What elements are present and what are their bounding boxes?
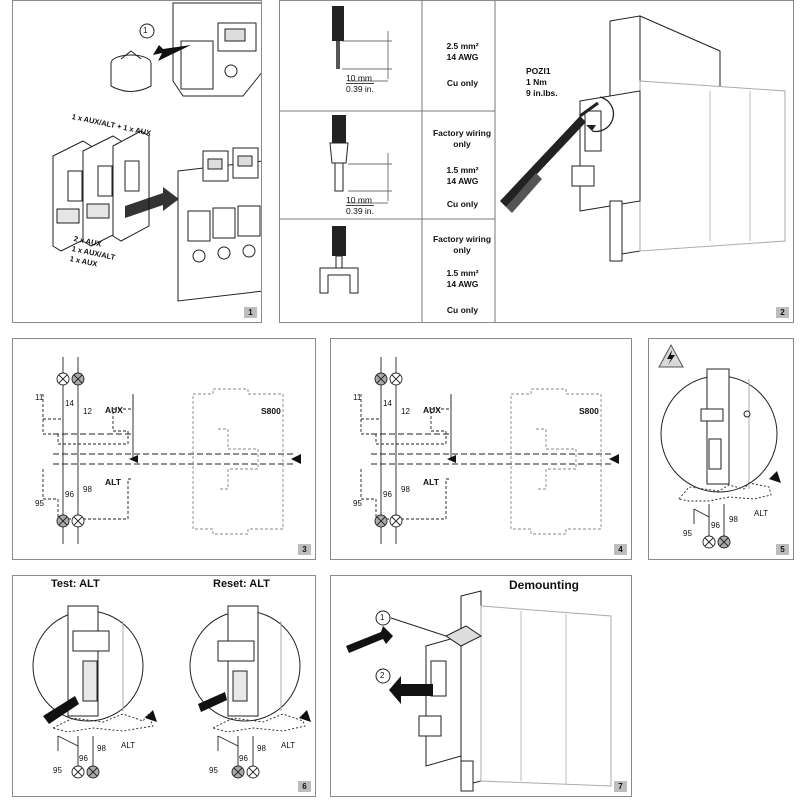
panel-3: 11 14 12 AUX ALT S800 95 96 98 3	[12, 338, 316, 560]
panel-7-number: 7	[614, 781, 627, 792]
p4-term-96: 96	[383, 490, 392, 499]
p6-left-term-96: 96	[79, 754, 88, 763]
panel-4: 11 14 12 AUX ALT S800 95 96 98 4	[330, 338, 632, 560]
panel-4-schematic	[360, 357, 619, 544]
test-alt-title: Test: ALT	[51, 578, 100, 590]
p6-right-term-96: 96	[239, 754, 248, 763]
p3-term-11: 11	[35, 393, 44, 402]
p4-term-14: 14	[383, 399, 392, 408]
p3-aux-label: AUX	[105, 405, 123, 415]
strip-length-in-2: 0.39 in.	[346, 205, 374, 216]
p6-right-term-95: 95	[209, 766, 218, 775]
panel-6: Test: ALT Reset: ALT 95 96 98 ALT 95 96 …	[12, 575, 316, 797]
row-1-section: 2.5 mm²	[446, 41, 479, 51]
row-3-factory: Factory wiring only	[432, 234, 492, 255]
p6-left-term-98: 98	[97, 744, 106, 753]
row-1-awg: 14 AWG	[446, 52, 479, 62]
torque-nm: 1 Nm	[526, 77, 547, 87]
panel-1: 1 1 x AUX/ALT + 1 x AUX 2 x AUX 1 x AUX/…	[12, 0, 262, 323]
p3-alt-label: ALT	[105, 477, 121, 487]
panel-6-number: 6	[298, 781, 311, 792]
p3-term-96: 96	[65, 490, 74, 499]
row-3-section: 1.5 mm²	[446, 268, 479, 278]
row-2-note: Cu only	[446, 199, 479, 209]
warning-icon	[658, 343, 684, 368]
p4-alt-label: ALT	[423, 477, 439, 487]
panel-3-number: 3	[298, 544, 311, 555]
panel-4-number: 4	[614, 544, 627, 555]
row-2-section: 1.5 mm²	[446, 165, 479, 175]
p6-right-term-98: 98	[257, 744, 266, 753]
p3-term-98: 98	[83, 485, 92, 494]
row-1-note: Cu only	[446, 78, 479, 88]
p3-term-95: 95	[35, 499, 44, 508]
p3-term-14: 14	[65, 399, 74, 408]
p6-right-alt: ALT	[281, 741, 296, 750]
panel-6-illustration	[32, 605, 311, 779]
row-2-awg: 14 AWG	[446, 176, 479, 186]
row-3-note: Cu only	[446, 305, 479, 315]
p4-term-11: 11	[353, 393, 362, 402]
panel-3-schematic	[42, 357, 301, 544]
p5-alt-label: ALT	[754, 509, 769, 518]
panel-1-step-1: 1	[143, 26, 148, 35]
strip-length-mm-2: 10 mm	[346, 195, 372, 205]
torque-in: 9 in.lbs.	[526, 88, 558, 98]
p3-device-label: S800	[261, 406, 281, 416]
p5-term-95: 95	[683, 529, 692, 538]
demount-step-1: 1	[380, 613, 385, 622]
p6-left-alt: ALT	[121, 741, 136, 750]
panel-2-illustration	[280, 1, 786, 322]
strip-length-in-1: 0.39 in.	[346, 83, 374, 94]
panel-7-illustration	[346, 590, 612, 792]
panel-5: 95 96 98 ALT 5	[648, 338, 794, 560]
panel-1-number: 1	[244, 307, 257, 318]
panel-5-number: 5	[776, 544, 789, 555]
demount-step-2: 2	[380, 671, 385, 680]
panel-2: 10 mm 0.39 in. 10 mm 0.39 in. 2.5 mm² 14…	[279, 0, 794, 323]
p4-term-95: 95	[353, 499, 362, 508]
row-3-awg: 14 AWG	[446, 279, 479, 289]
row-2-factory: Factory wiring only	[432, 128, 492, 149]
torque-tool: POZI1	[526, 66, 551, 76]
p5-term-98: 98	[729, 515, 738, 524]
panel-2-number: 2	[776, 307, 789, 318]
p4-term-12: 12	[401, 407, 410, 416]
p4-term-98: 98	[401, 485, 410, 494]
p4-device-label: S800	[579, 406, 599, 416]
p6-left-term-95: 95	[53, 766, 62, 775]
reset-alt-title: Reset: ALT	[213, 578, 270, 590]
demounting-title: Demounting	[509, 578, 579, 592]
panel-5-illustration	[658, 343, 781, 549]
p4-aux-label: AUX	[423, 405, 441, 415]
strip-length-mm-1: 10 mm	[346, 73, 372, 83]
p3-term-12: 12	[83, 407, 92, 416]
panel-7: Demounting 1 2 7	[330, 575, 632, 797]
panel-1-illustration	[52, 2, 261, 302]
p5-term-96: 96	[711, 521, 720, 530]
